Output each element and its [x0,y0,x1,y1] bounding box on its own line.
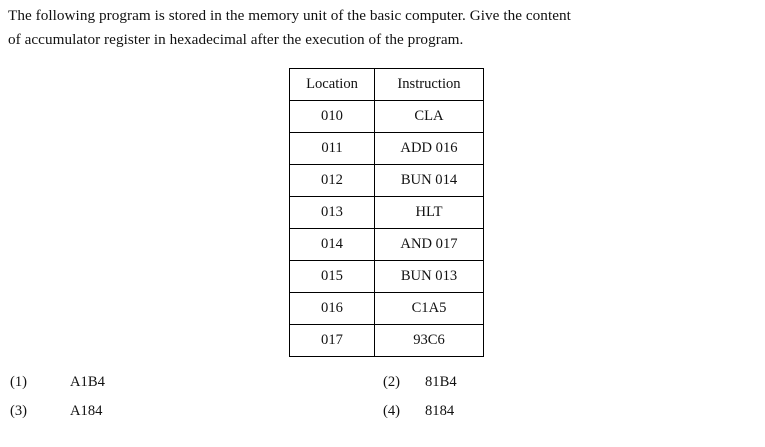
option-1-value: A1B4 [70,374,105,390]
table-row: 017 93C6 [289,324,484,357]
cell-instruction: HLT [374,196,484,229]
option-3-value: A184 [70,403,103,419]
option-4-number: (4) [383,403,401,419]
option-2[interactable]: (2) 81B4 [383,372,457,392]
table-row: 015 BUN 013 [289,260,484,293]
cell-instruction: 93C6 [374,324,484,357]
table-row: 012 BUN 014 [289,164,484,197]
option-row-1: (1) A1B4 (2) 81B4 [0,372,765,401]
table-row: 014 AND 017 [289,228,484,261]
cell-location: 016 [289,292,375,325]
question-text: The following program is stored in the m… [8,4,758,52]
answer-options: (1) A1B4 (2) 81B4 (3) A184 (4) 8184 [0,372,765,430]
cell-location: 010 [289,100,375,133]
table-row: 010 CLA [289,100,484,133]
option-1-number: (1) [10,374,28,390]
column-header-instruction: Instruction [374,68,484,101]
table-row: 013 HLT [289,196,484,229]
option-2-number: (2) [383,374,401,390]
table-row: 016 C1A5 [289,292,484,325]
cell-location: 017 [289,324,375,357]
column-header-location: Location [289,68,375,101]
option-4[interactable]: (4) 8184 [383,401,454,421]
cell-location: 011 [289,132,375,165]
table-header-row: Location Instruction [289,68,484,101]
option-3[interactable]: (3) A184 [10,401,102,421]
question-line-1: The following program is stored in the m… [8,7,571,24]
cell-instruction: BUN 014 [374,164,484,197]
question-line-2: of accumulator register in hexadecimal a… [8,31,464,48]
cell-instruction: CLA [374,100,484,133]
option-1[interactable]: (1) A1B4 [10,372,105,392]
cell-location: 012 [289,164,375,197]
cell-instruction: BUN 013 [374,260,484,293]
option-4-value: 8184 [425,403,455,419]
cell-instruction: C1A5 [374,292,484,325]
table-row: 011 ADD 016 [289,132,484,165]
option-row-2: (3) A184 (4) 8184 [0,401,765,430]
cell-instruction: AND 017 [374,228,484,261]
cell-location: 015 [289,260,375,293]
option-2-value: 81B4 [425,374,457,390]
option-3-number: (3) [10,403,28,419]
cell-location: 014 [289,228,375,261]
cell-instruction: ADD 016 [374,132,484,165]
memory-table-container: Location Instruction 010 CLA 011 ADD 016… [289,68,484,357]
cell-location: 013 [289,196,375,229]
memory-program-table: Location Instruction 010 CLA 011 ADD 016… [289,68,484,357]
